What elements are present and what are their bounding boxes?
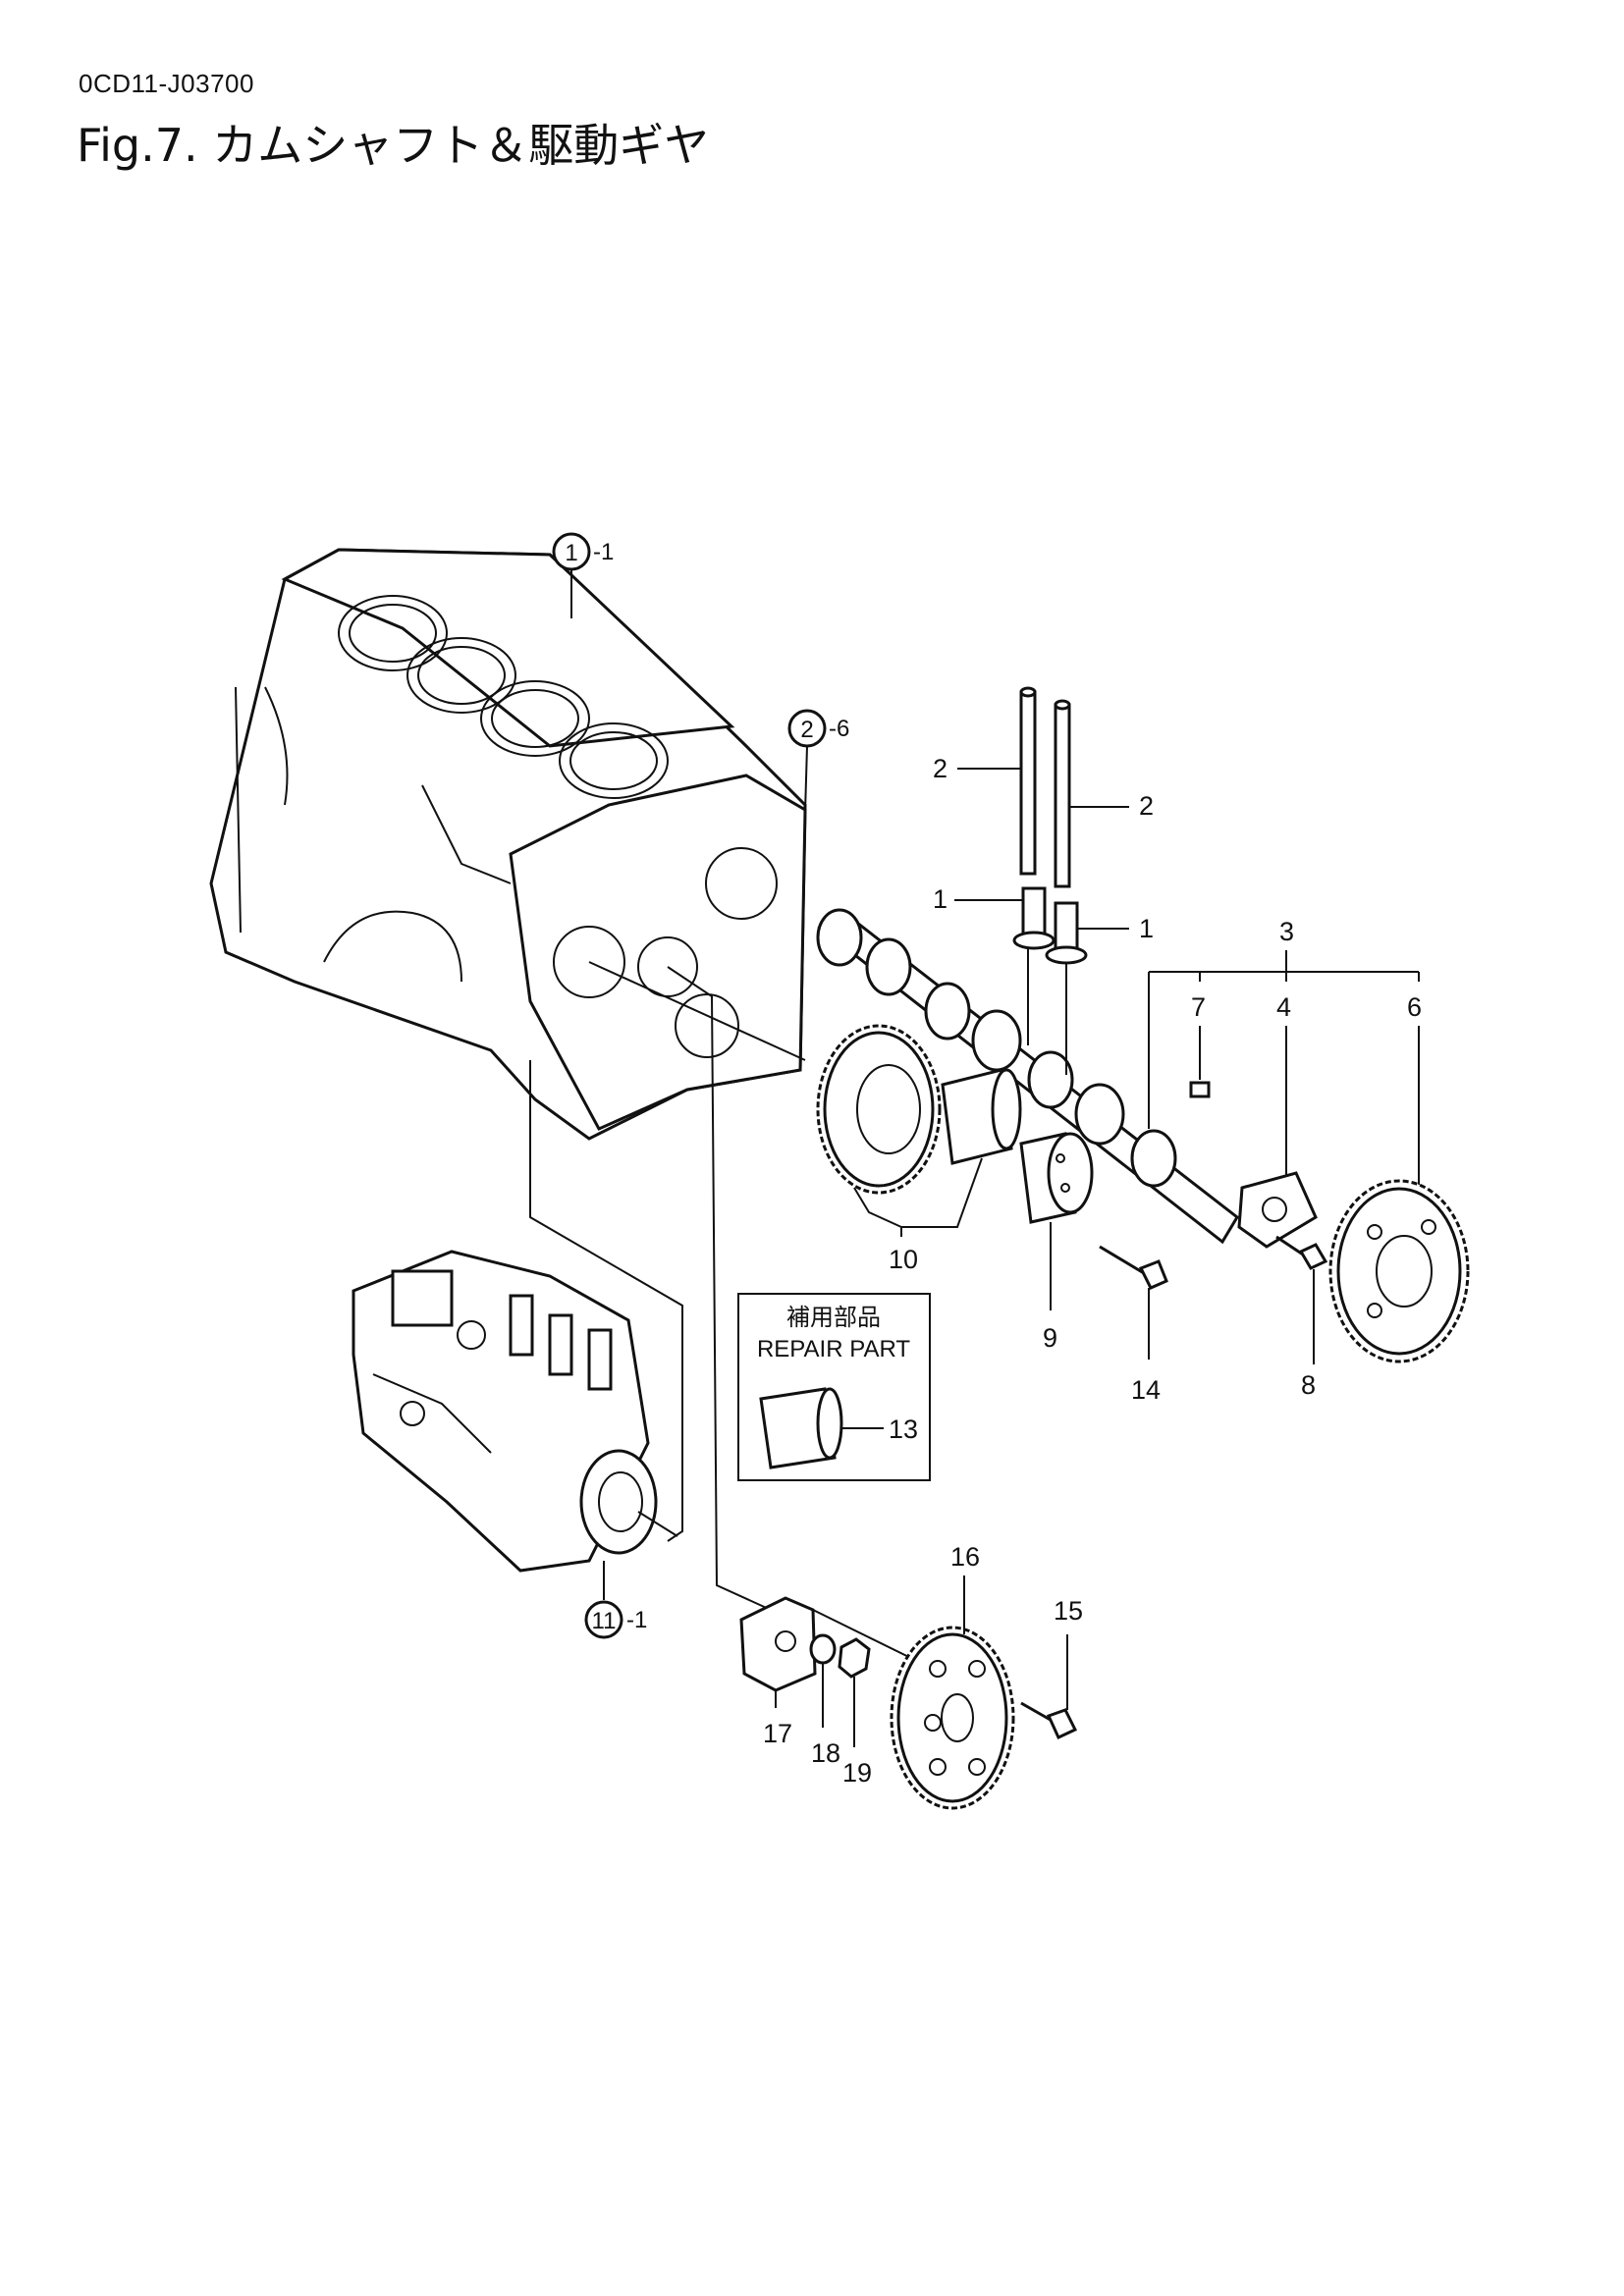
bolt-8 [1275, 1235, 1328, 1270]
label-17: 17 [763, 1719, 792, 1748]
label-15: 15 [1054, 1596, 1083, 1626]
repair-part-box: 補用部品 REPAIR PART 13 [737, 1293, 931, 1481]
camshaft-gear [1328, 1179, 1470, 1363]
label-14: 14 [1131, 1375, 1161, 1405]
repair-bushing [759, 1387, 843, 1469]
idler-gear [816, 1024, 942, 1195]
callout-gear-case: 2 -6 [787, 709, 849, 814]
svg-text:-1: -1 [626, 1607, 647, 1633]
woodruff-key [1189, 1081, 1211, 1098]
cylinder-block-illustration [209, 548, 807, 1141]
bolt-15 [1020, 1701, 1078, 1740]
assembly-bracket-3: 3 [1148, 917, 1420, 1129]
label-10: 10 [889, 1245, 918, 1274]
label-13: 13 [889, 1415, 918, 1444]
thrust-plate [1237, 1171, 1318, 1249]
push-rod-left [1019, 686, 1037, 876]
label-9: 9 [1043, 1323, 1057, 1353]
label-1-right: 1 [1139, 914, 1154, 943]
tappet-left [1012, 886, 1056, 950]
push-rod-right [1054, 699, 1071, 888]
hex-nut [838, 1637, 871, 1679]
label-18: 18 [811, 1738, 840, 1768]
document-code: 0CD11-J03700 [79, 69, 254, 98]
svg-text:1: 1 [565, 540, 577, 566]
assembly-lines [529, 961, 806, 1611]
label-8: 8 [1301, 1370, 1316, 1400]
label-7: 7 [1191, 992, 1206, 1022]
callout-cylinder-block: 1 -1 [552, 532, 614, 618]
idler-gear-shaft [1019, 1132, 1094, 1224]
label-2-left: 2 [933, 754, 947, 783]
tappet-right [1045, 901, 1088, 965]
label-3: 3 [1279, 917, 1294, 946]
label-19: 19 [842, 1758, 872, 1788]
callout-injection-pump: 11 -1 [584, 1561, 647, 1639]
svg-text:-1: -1 [593, 539, 614, 565]
repair-title-en: REPAIR PART [757, 1336, 910, 1362]
svg-text:-6: -6 [829, 716, 849, 742]
label-4: 4 [1276, 992, 1291, 1022]
figure-title: Fig.7. カムシャフト＆駆動ギヤ [77, 119, 710, 172]
bolt-14 [1099, 1245, 1168, 1290]
camshaft-illustration [816, 908, 1239, 1245]
pump-gear-hub [739, 1596, 817, 1692]
svg-text:2: 2 [800, 717, 813, 743]
repair-title-jp: 補用部品 [786, 1305, 881, 1331]
svg-text:11: 11 [592, 1608, 617, 1634]
idler-bushing [941, 1068, 1022, 1165]
fuel-injection-pump-illustration [352, 1250, 678, 1573]
label-1-left: 1 [933, 884, 947, 914]
label-6: 6 [1407, 992, 1422, 1022]
lock-washer [809, 1633, 837, 1665]
label-2-right: 2 [1139, 791, 1154, 821]
label-16: 16 [950, 1542, 980, 1572]
fuel-pump-drive-gear [890, 1626, 1015, 1810]
